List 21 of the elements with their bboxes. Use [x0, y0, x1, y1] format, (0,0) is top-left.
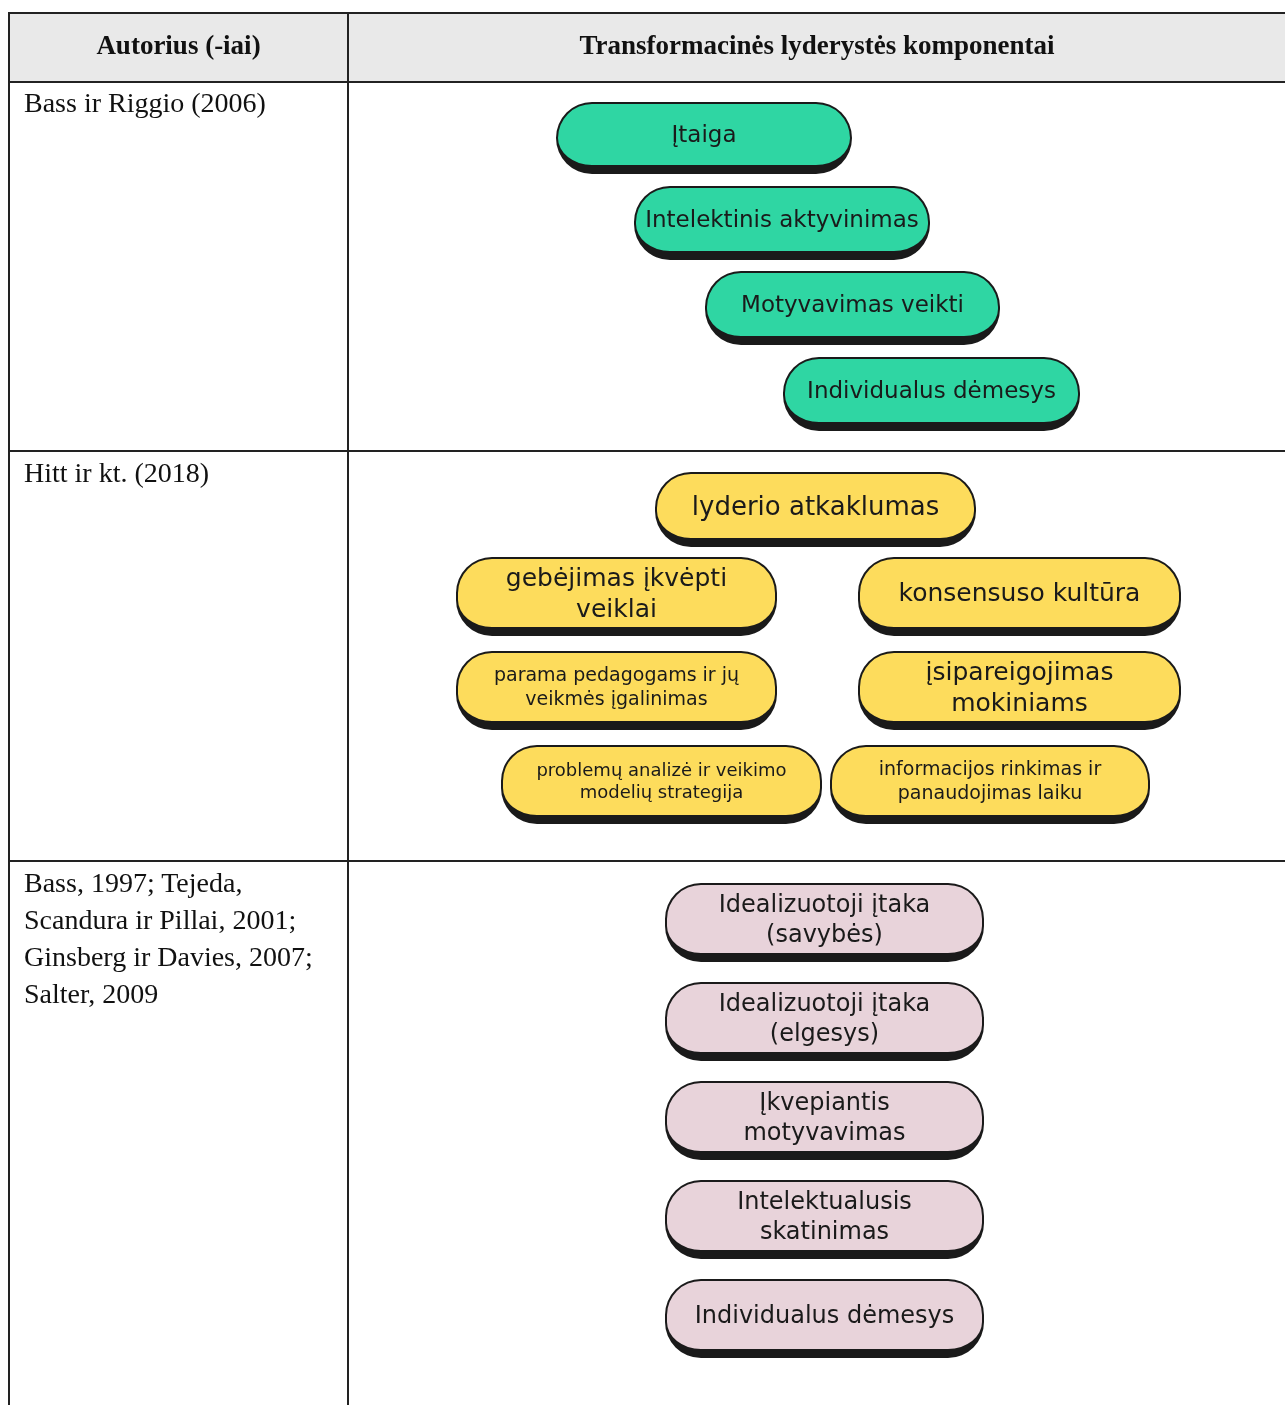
- component-pill: konsensuso kultūra: [858, 557, 1181, 636]
- component-pill: Individualus dėmesys: [783, 357, 1080, 431]
- author-citation: Bass, 1997; Tejeda, Scandura ir Pillai, 2001; Ginsberg ir Davies, 2007; Salter, 2009: [24, 866, 314, 1011]
- component-pill: lyderio atkaklumas: [655, 472, 976, 547]
- component-pill: gebėjimas įkvėpti veiklai: [456, 557, 777, 636]
- component-pill: Įtaiga: [556, 102, 852, 174]
- component-pill: Įkvepiantis motyvavimas: [665, 1081, 984, 1160]
- author-citation: Hitt ir kt. (2018): [24, 456, 211, 490]
- column-header: Transformacinės lyderystės komponentai: [578, 30, 1056, 61]
- component-pill: Motyvavimas veikti: [705, 271, 1000, 345]
- component-pill: Intelektualusis skatinimas: [665, 1180, 984, 1259]
- component-pill: parama pedagogams ir jų veikmės įgalinimas: [456, 651, 777, 730]
- component-pill: Idealizuotoji įtaka (elgesys): [665, 982, 984, 1061]
- column-header: Autorius (-iai): [95, 30, 262, 61]
- component-pill: Intelektinis aktyvinimas: [634, 186, 930, 260]
- author-citation: Bass ir Riggio (2006): [24, 86, 267, 120]
- component-pill: Idealizuotoji įtaka (savybės): [665, 883, 984, 962]
- component-pill: Individualus dėmesys: [665, 1279, 984, 1358]
- component-pill: problemų analizė ir veikimo modelių strategija: [501, 745, 822, 824]
- component-pill: įsipareigojimas mokiniams: [858, 651, 1181, 730]
- component-pill: informacijos rinkimas ir panaudojimas laiku: [830, 745, 1150, 824]
